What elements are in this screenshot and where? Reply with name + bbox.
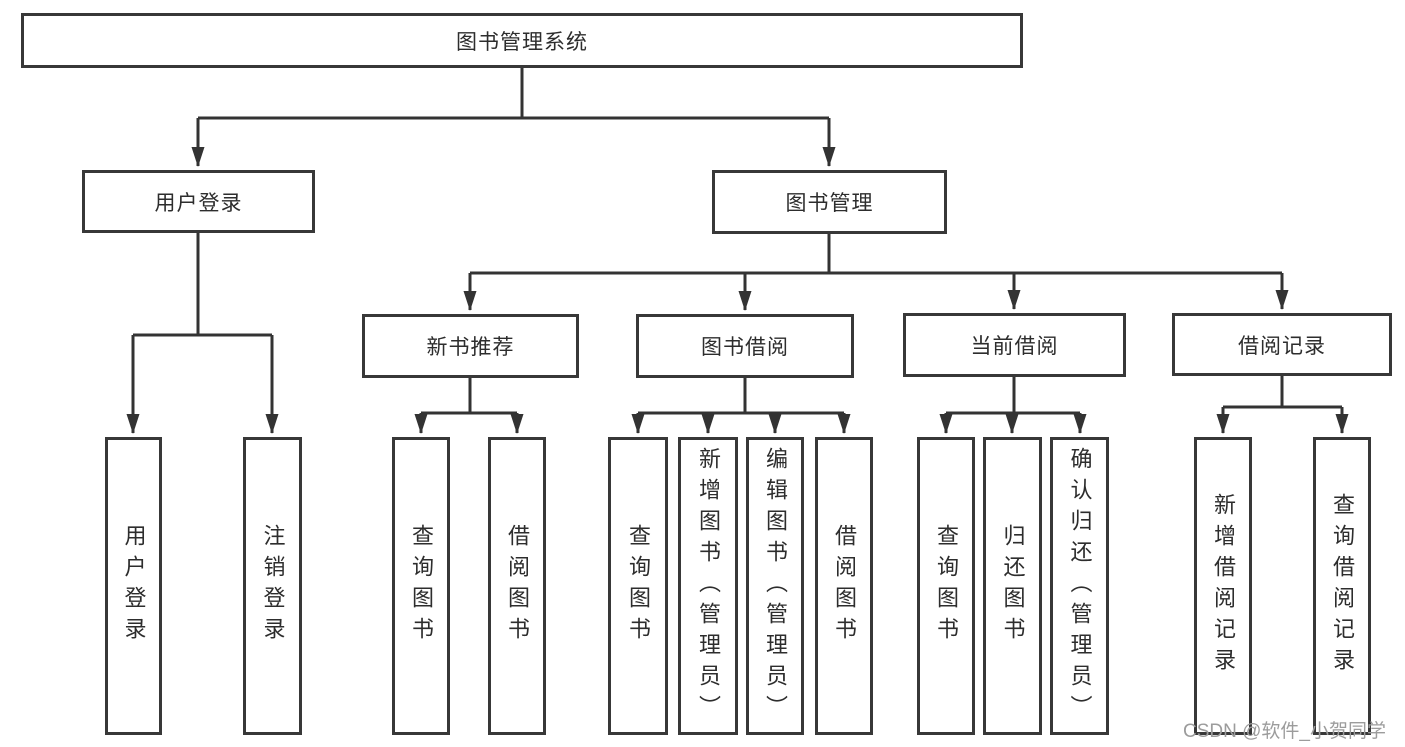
leaf-borrow-books-recommend: 借阅图书 [488,437,546,735]
node-book-management: 图书管理 [712,170,947,234]
node-label: 借阅记录 [1238,334,1326,358]
leaf-query-borrow-record: 查询借阅记录 [1313,437,1371,735]
node-book-borrow: 图书借阅 [636,314,854,378]
leaf-label: 借阅图书 [505,524,530,648]
leaf-label: 查询借阅记录 [1330,493,1355,679]
leaf-borrow-books: 借阅图书 [815,437,873,735]
leaf-label: 注销登录 [260,524,286,648]
leaf-add-borrow-record: 新增借阅记录 [1194,437,1252,735]
node-label: 新书推荐 [426,336,515,359]
leaf-label: 新增图书（管理员） [696,446,721,726]
node-new-book-recommend: 新书推荐 [362,314,579,378]
leaf-add-books-admin: 新增图书（管理员） [678,437,738,735]
leaf-query-books-recommend: 查询图书 [392,437,450,735]
leaf-label: 归还图书 [1000,524,1026,648]
leaf-edit-books-admin: 编辑图书（管理员） [746,437,804,735]
leaf-return-books: 归还图书 [983,437,1042,735]
leaf-label: 查询图书 [409,524,434,648]
leaf-label: 确认归还（管理员） [1067,446,1093,726]
node-label: 图书借阅 [701,336,789,359]
node-borrow-records: 借阅记录 [1172,313,1392,376]
leaf-label: 新增借阅记录 [1211,493,1236,679]
node-user-login: 用户登录 [82,170,315,233]
node-library-management-system: 图书管理系统 [21,13,1023,68]
leaf-label: 借阅图书 [832,524,857,648]
node-label: 用户登录 [154,191,243,215]
node-current-borrow: 当前借阅 [903,313,1126,377]
node-label: 图书管理 [785,192,874,215]
leaf-logout: 注销登录 [243,437,302,735]
node-label: 当前借阅 [970,335,1059,358]
leaf-label: 查询图书 [934,524,959,648]
leaf-confirm-return-admin: 确认归还（管理员） [1050,437,1109,735]
leaf-query-books-borrow: 查询图书 [608,437,668,735]
leaf-label: 查询图书 [626,524,651,648]
node-label: 图书管理系统 [456,30,588,54]
csdn-watermark: CSDN @软件_小贺同学 [1183,721,1386,742]
leaf-label: 编辑图书（管理员） [763,446,788,726]
leaf-label: 用户登录 [121,524,147,648]
leaf-user-login: 用户登录 [105,437,162,735]
leaf-query-books-current: 查询图书 [917,437,975,735]
